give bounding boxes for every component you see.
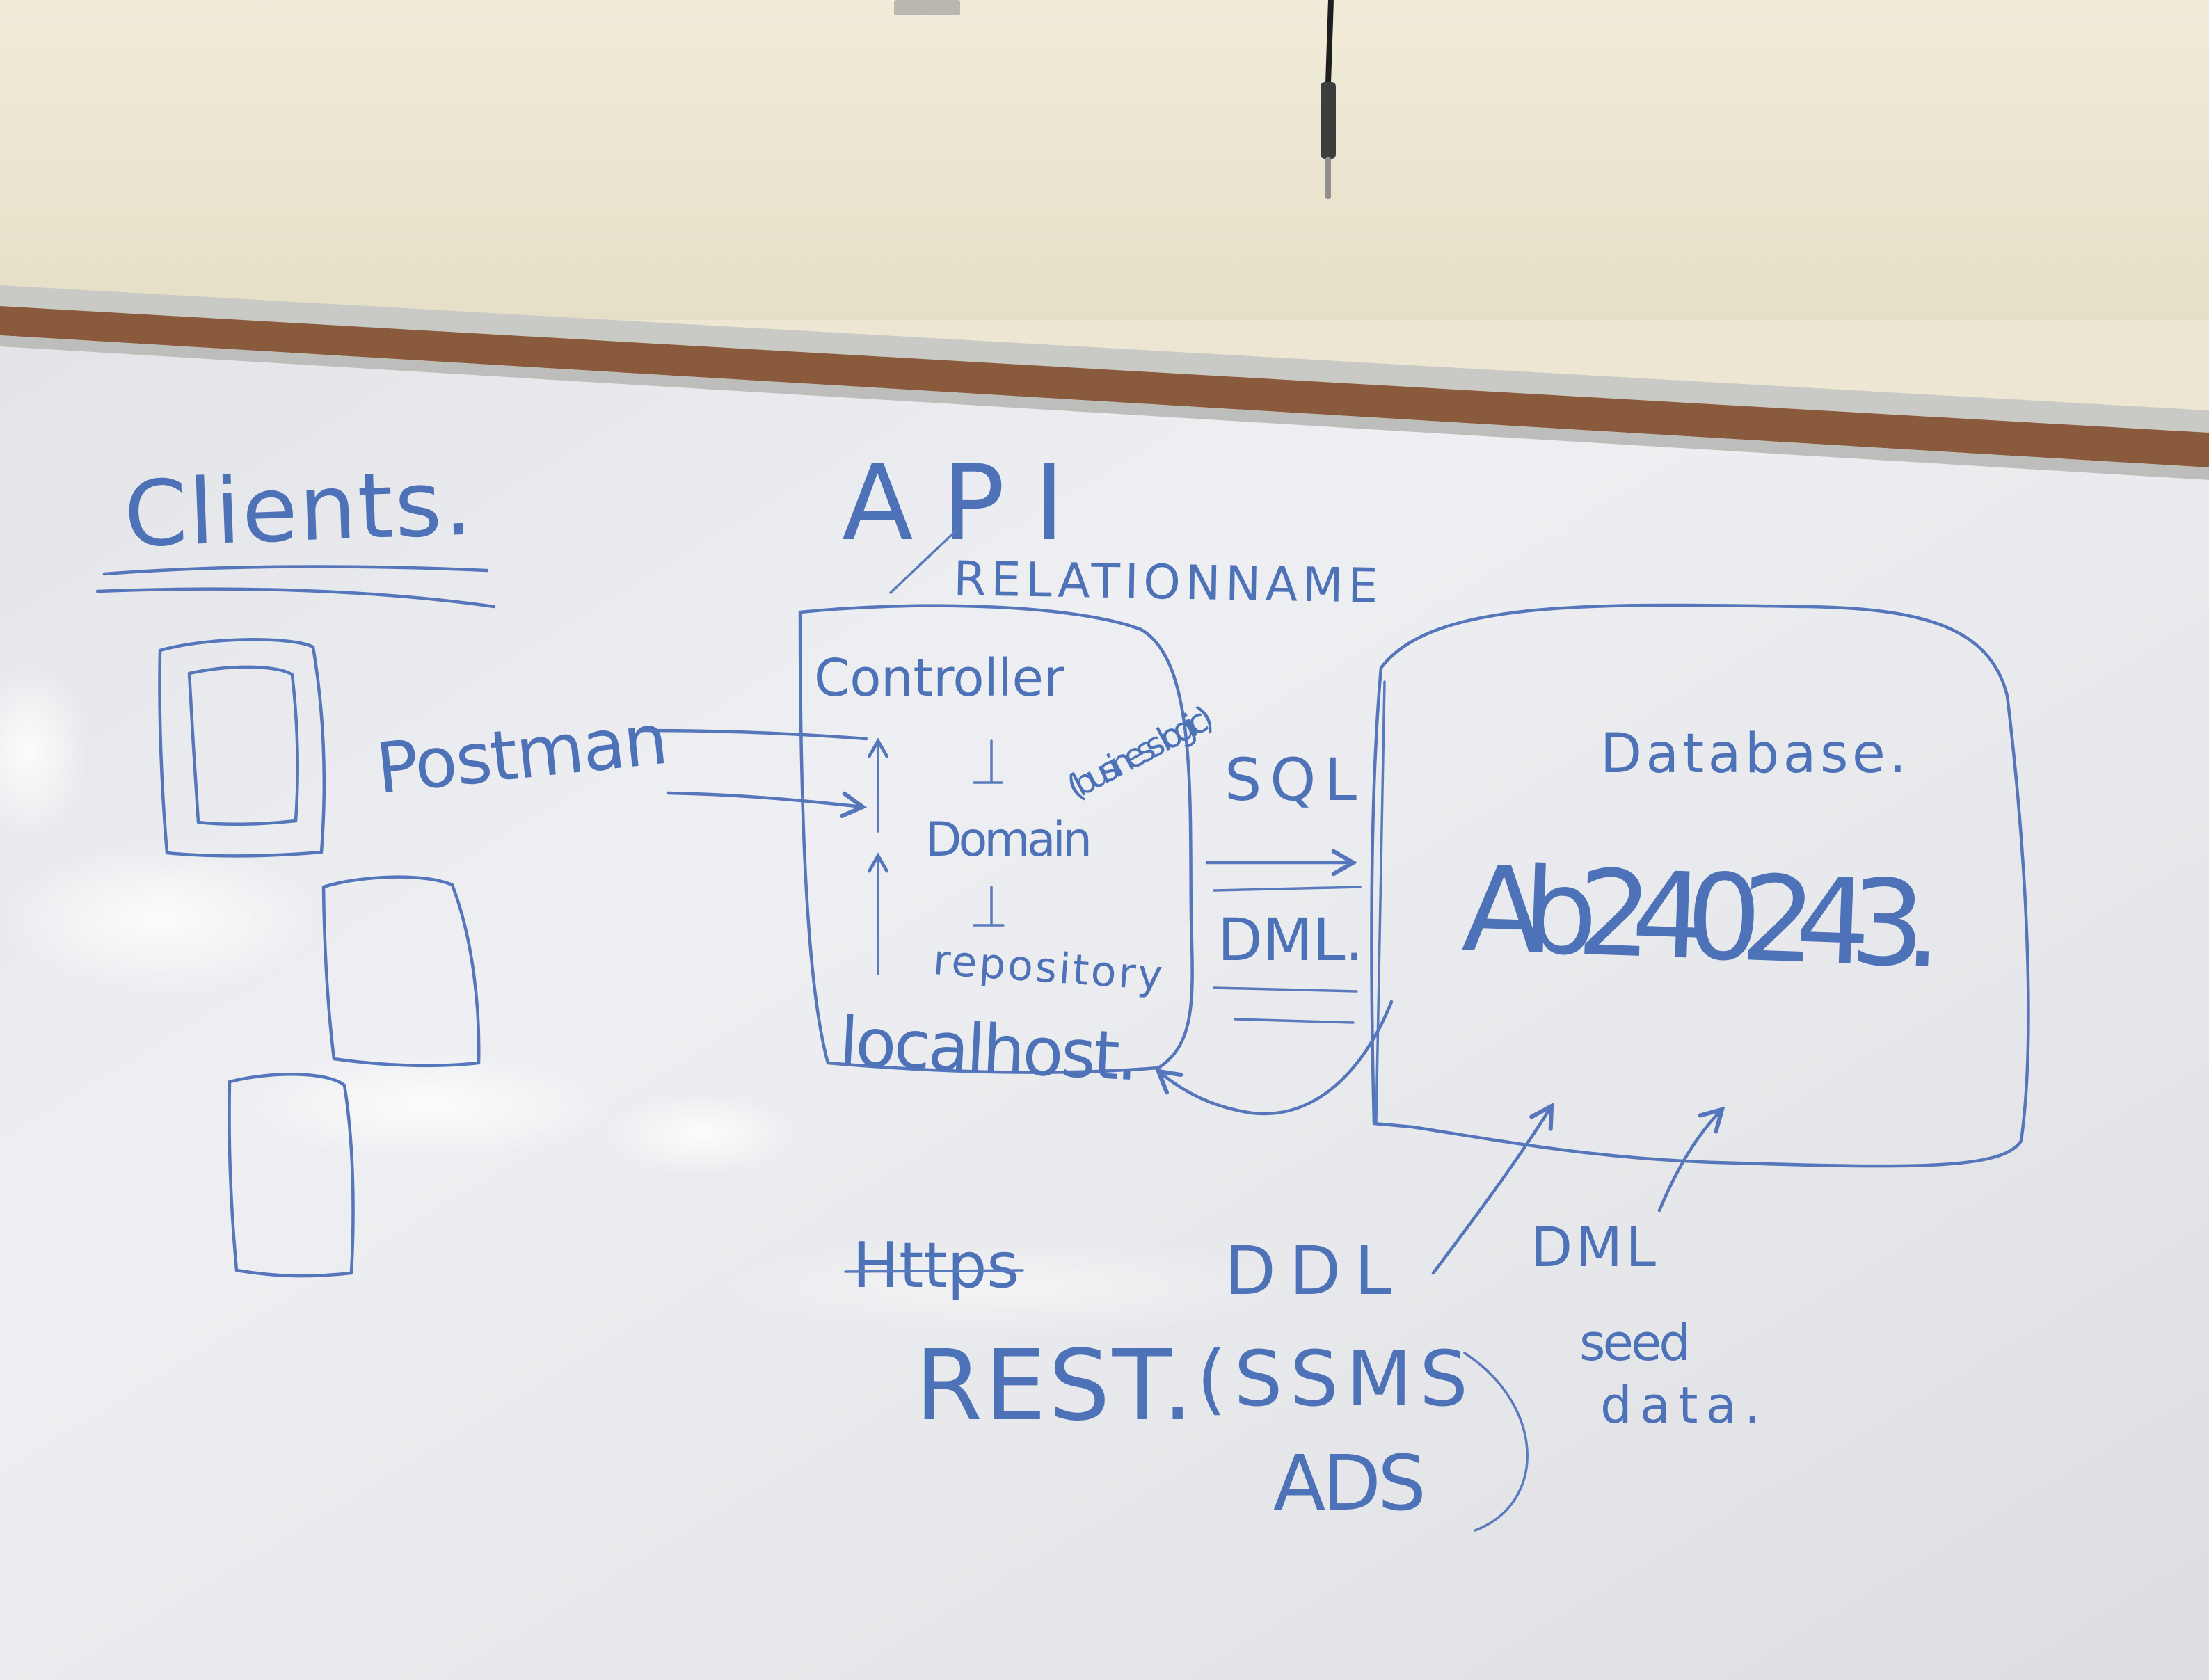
seed-label: seed [1579, 1313, 1691, 1372]
database-inner-edge [1375, 680, 1386, 1123]
domain-layer: Domain [925, 813, 1092, 867]
audio-cable [1325, 0, 1334, 84]
ddl-tool: ADS [1273, 1439, 1426, 1528]
wall [0, 0, 2209, 320]
controller-layer: Controller [814, 648, 1065, 708]
light-reflection [717, 1238, 1301, 1336]
api-slash [889, 529, 958, 594]
whiteboard-surface [0, 346, 2209, 1680]
ddl-label: DDL [1225, 1232, 1391, 1310]
down-arrow-icon [973, 739, 1003, 784]
return-arrow [1155, 1000, 1394, 1116]
api-box [798, 604, 1194, 1074]
down-arrow-icon [973, 886, 1005, 927]
dml-tools-label: DML [1531, 1217, 1657, 1279]
tools-section: Https REST. DDL (SSMS ADS DML seed data. [844, 1102, 1760, 1532]
board-frame-aluminium [0, 285, 2209, 433]
ddl-tool: (SSMS [1197, 1334, 1468, 1423]
return-line [1213, 986, 1358, 993]
audio-plug-pin [1325, 157, 1331, 199]
https-label: Https [852, 1229, 1019, 1302]
return-line [1234, 1018, 1355, 1024]
sql-label: SQL [1225, 746, 1357, 814]
database-name: Ab240243. [1460, 840, 1945, 995]
database-title: Database. [1600, 723, 1906, 785]
light-reflection [250, 1050, 612, 1162]
client-device [228, 1073, 355, 1278]
https-strike [844, 1269, 1024, 1273]
database-section: Database. Ab240243. [1370, 603, 2030, 1168]
api-section: API RELATIONNAME Controller Domain repos… [798, 443, 1378, 1096]
dml-arrow [1657, 1106, 1725, 1213]
ddl-arrow [1431, 1102, 1554, 1275]
dml-label: DML. [1218, 906, 1364, 974]
data-label: data. [1600, 1376, 1760, 1434]
client-device [321, 875, 481, 1068]
localhost-label: localhost. [838, 1002, 1140, 1096]
board-frame-cork [0, 306, 2209, 467]
light-reflection [0, 842, 320, 995]
rest-label: REST. [915, 1329, 1193, 1443]
audio-plug [1321, 82, 1336, 159]
links-section: SQL DML. [1155, 746, 1394, 1116]
clients-underline [95, 587, 496, 609]
api-subheading: RELATIONNAME [953, 552, 1378, 614]
bracket [1463, 1352, 1529, 1532]
divider-line [1213, 886, 1362, 892]
light-reflection [0, 661, 90, 842]
request-arrow [666, 791, 868, 819]
light-reflection [605, 1092, 800, 1176]
board-frame-lip [0, 335, 2209, 480]
request-arrow [638, 728, 868, 741]
client-device-outer [158, 638, 326, 858]
clients-underline [102, 565, 489, 576]
database-box [1370, 603, 2030, 1168]
client-device-inner [187, 665, 299, 826]
wall-fixture [894, 0, 960, 15]
